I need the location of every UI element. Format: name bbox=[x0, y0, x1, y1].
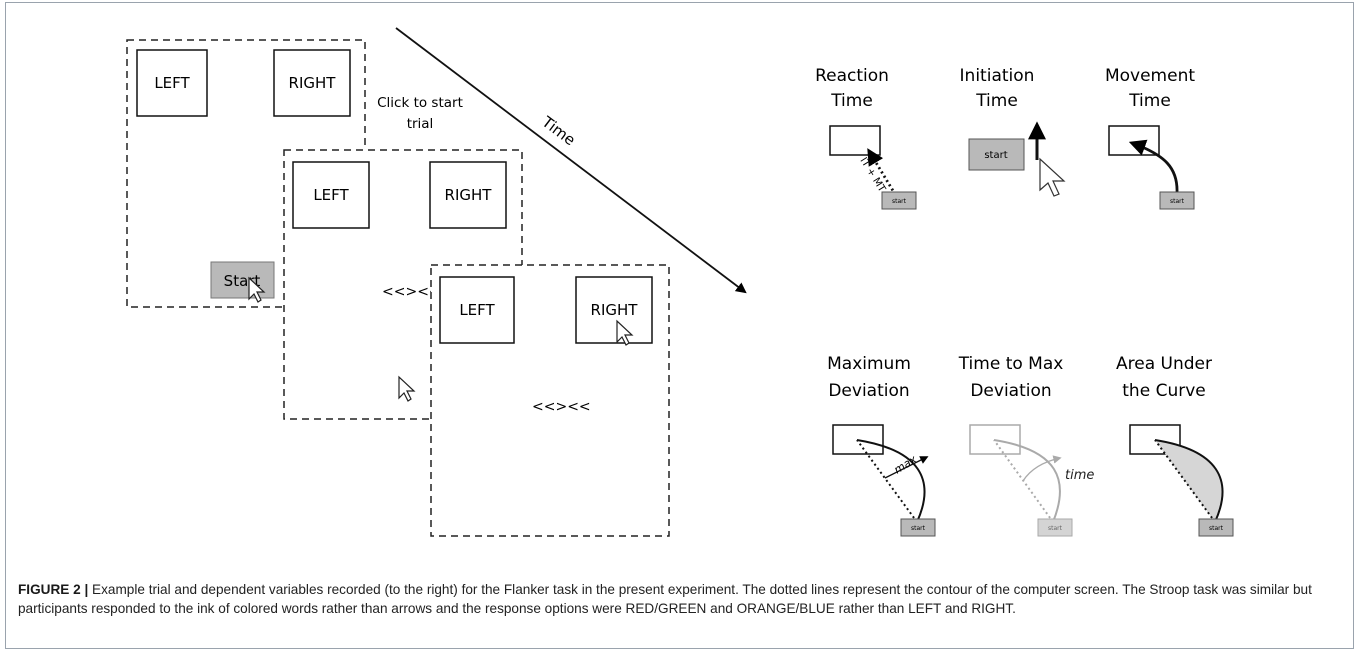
screen-2-stimulus: <<><< bbox=[382, 284, 441, 300]
screen-1-right-label: RIGHT bbox=[289, 74, 337, 92]
screen-2-left-box bbox=[292, 161, 370, 229]
maximum-deviation-panel: Maximum Deviation max start bbox=[827, 354, 936, 537]
movement-start-label: start bbox=[1170, 198, 1185, 205]
figure-frame bbox=[5, 2, 1354, 649]
max-dev-start-box bbox=[900, 518, 936, 537]
movement-time-title-line1: Movement bbox=[1105, 66, 1195, 86]
reaction-time-panel: Reaction Time IT + MT start bbox=[815, 66, 917, 210]
auc-shaded-area bbox=[1155, 440, 1223, 522]
screen-2-right-label: RIGHT bbox=[445, 186, 493, 204]
screen-2-right-box bbox=[429, 161, 507, 229]
max-dev-marker-label: max bbox=[892, 453, 920, 477]
time-arrow bbox=[395, 27, 747, 294]
screen-3-left-box bbox=[439, 276, 515, 344]
reaction-path-dotted bbox=[867, 148, 900, 200]
cursor-icon bbox=[616, 319, 634, 346]
time-to-max-start-box bbox=[1037, 518, 1073, 537]
screen-3-right-box bbox=[575, 276, 653, 344]
initiation-start-box bbox=[968, 138, 1025, 171]
time-to-max-deviation-panel: Time to Max Deviation time start bbox=[958, 354, 1094, 537]
max-dev-curve bbox=[856, 439, 926, 523]
time-to-max-title-line2: Deviation bbox=[970, 381, 1051, 401]
cursor-icon bbox=[1039, 157, 1066, 197]
reaction-start-box bbox=[881, 191, 917, 210]
max-dev-straight-dotted bbox=[856, 439, 918, 523]
movement-start-box bbox=[1159, 191, 1195, 210]
reaction-time-title-line2: Time bbox=[830, 91, 873, 111]
auc-start-box bbox=[1198, 518, 1234, 537]
screen-3-right-label: RIGHT bbox=[591, 301, 639, 319]
auc-title-line2: the Curve bbox=[1122, 381, 1205, 401]
cursor-icon bbox=[398, 375, 416, 402]
max-dev-start-label: start bbox=[911, 525, 926, 532]
figure-caption-text: Example trial and dependent variables re… bbox=[18, 582, 1312, 616]
maximum-deviation-title-line2: Deviation bbox=[828, 381, 909, 401]
figure-caption-label: FIGURE 2 | bbox=[18, 582, 89, 597]
screen-2-left-label: LEFT bbox=[313, 186, 349, 204]
auc-curve bbox=[1154, 439, 1224, 523]
initiation-time-title-line1: Initiation bbox=[960, 66, 1035, 86]
reaction-target-box bbox=[829, 125, 881, 156]
time-to-max-arc bbox=[1022, 455, 1062, 482]
movement-time-panel: Movement Time start bbox=[1105, 66, 1195, 210]
initiation-time-panel: Initiation Time start bbox=[960, 66, 1066, 197]
reaction-path-label: IT + MT bbox=[857, 156, 887, 195]
auc-start-label: start bbox=[1209, 525, 1224, 532]
click-to-start-line1: Click to start bbox=[377, 95, 463, 111]
reaction-time-title-line1: Reaction bbox=[815, 66, 889, 86]
initiation-start-label: start bbox=[984, 150, 1007, 161]
trial-sequence: LEFT RIGHT Start Click to start trial LE… bbox=[126, 27, 747, 537]
screen-3-left-label: LEFT bbox=[459, 301, 495, 319]
dependent-variables: Reaction Time IT + MT start Initiation T… bbox=[815, 66, 1234, 537]
maximum-deviation-title-line1: Maximum bbox=[827, 354, 911, 374]
time-to-max-start-label: start bbox=[1048, 525, 1063, 532]
auc-title-line1: Area Under bbox=[1116, 354, 1212, 374]
auc-straight-dotted bbox=[1154, 439, 1216, 523]
movement-time-title-line2: Time bbox=[1128, 91, 1171, 111]
initiation-time-title-line2: Time bbox=[975, 91, 1018, 111]
reaction-start-label: start bbox=[892, 198, 907, 205]
screen-1-right-box bbox=[273, 49, 351, 117]
cursor-icon bbox=[248, 276, 266, 303]
time-to-max-curve bbox=[993, 439, 1061, 523]
time-to-max-title-line1: Time to Max bbox=[958, 354, 1064, 374]
screen-1-left-label: LEFT bbox=[154, 74, 190, 92]
click-to-start-line2: trial bbox=[407, 116, 434, 132]
screen-3: LEFT RIGHT <<><< bbox=[430, 264, 670, 537]
time-label: Time bbox=[538, 112, 579, 149]
screen-1-left-box bbox=[136, 49, 208, 117]
area-under-curve-panel: Area Under the Curve start bbox=[1116, 354, 1234, 537]
time-to-max-marker-label: time bbox=[1065, 468, 1094, 483]
figure-caption: FIGURE 2 | Example trial and dependent v… bbox=[18, 580, 1343, 618]
figure-illustration: LEFT RIGHT Start Click to start trial LE… bbox=[126, 27, 1234, 537]
movement-path bbox=[1128, 139, 1179, 194]
max-dev-perpendicular bbox=[884, 456, 929, 479]
screen-3-stimulus: <<><< bbox=[532, 399, 591, 415]
